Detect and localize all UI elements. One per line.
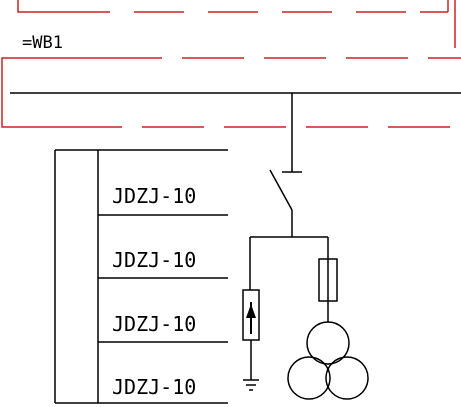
transformer-icon bbox=[287, 321, 369, 400]
equipment-table bbox=[54, 149, 228, 404]
equipment-label-4: JDZJ-10 bbox=[112, 375, 196, 399]
equipment-label-1: JDZJ-10 bbox=[112, 184, 196, 208]
fuse-icon bbox=[318, 258, 338, 322]
ground-icon bbox=[243, 379, 259, 391]
upper-enclosure bbox=[17, 0, 456, 48]
disconnect-switch-icon bbox=[269, 169, 293, 237]
equipment-label-3: JDZJ-10 bbox=[112, 312, 196, 336]
busbar-enclosure bbox=[1, 57, 461, 128]
bus-label: =WB1 bbox=[22, 33, 63, 53]
branch-lines bbox=[249, 236, 329, 290]
equipment-label-2: JDZJ-10 bbox=[112, 248, 196, 272]
surge-arrester-icon bbox=[242, 289, 260, 380]
